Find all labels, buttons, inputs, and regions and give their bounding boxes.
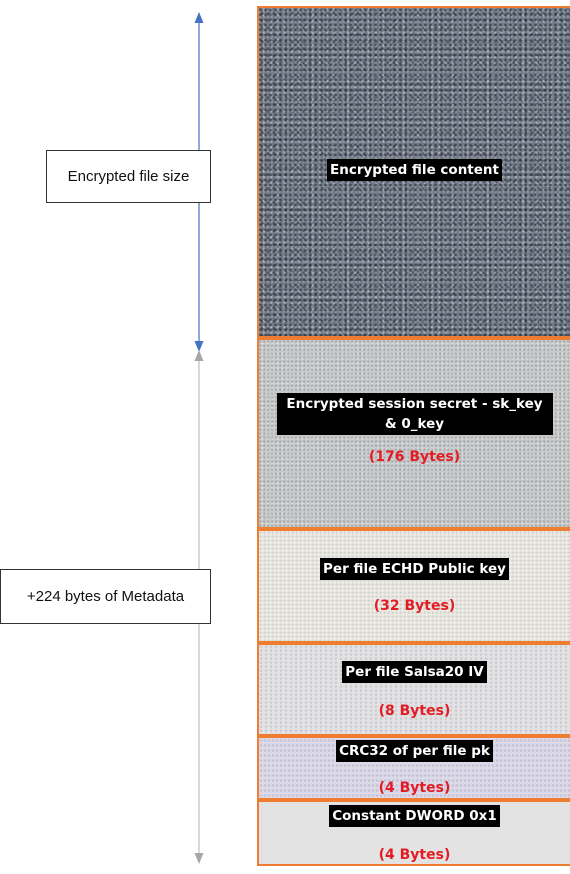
block-label: Constant DWORD 0x1 — [329, 805, 500, 827]
block-size: (4 Bytes) — [378, 780, 451, 796]
block-size: (32 Bytes) — [373, 598, 456, 614]
crc32-block: CRC32 of per file pk (4 Bytes) — [257, 736, 570, 800]
block-label: Encrypted file content — [327, 159, 502, 181]
metadata-arrow-top-head — [194, 350, 204, 361]
session-secret-block: Encrypted session secret - sk_key & 0_ke… — [257, 338, 570, 529]
encrypted-file-content-block: Encrypted file content — [257, 6, 570, 338]
block-size: (176 Bytes) — [368, 449, 461, 465]
block-size: (4 Bytes) — [378, 847, 451, 863]
encrypted-size-arrow-top-head — [194, 12, 204, 23]
block-label: Per file ECHD Public key — [320, 558, 509, 580]
encrypted-size-callout: Encrypted file size — [46, 150, 211, 203]
block-label: Per file Salsa20 IV — [342, 661, 487, 683]
encrypted-size-arrow-bottom-head — [194, 341, 204, 352]
block-label: CRC32 of per file pk — [336, 740, 493, 762]
metadata-callout-text: +224 bytes of Metadata — [26, 588, 185, 605]
metadata-callout: +224 bytes of Metadata — [0, 569, 211, 624]
ecdh-public-key-block: Per file ECHD Public key (32 Bytes) — [257, 529, 570, 643]
salsa20-iv-block: Per file Salsa20 IV (8 Bytes) — [257, 643, 570, 736]
constant-dword-block: Constant DWORD 0x1 (4 Bytes) — [257, 800, 570, 866]
metadata-arrow-bottom-head — [194, 853, 204, 864]
encrypted-size-callout-text: Encrypted file size — [67, 168, 190, 185]
block-size: (8 Bytes) — [378, 703, 451, 719]
block-label: Encrypted session secret - sk_key & 0_ke… — [276, 393, 553, 435]
